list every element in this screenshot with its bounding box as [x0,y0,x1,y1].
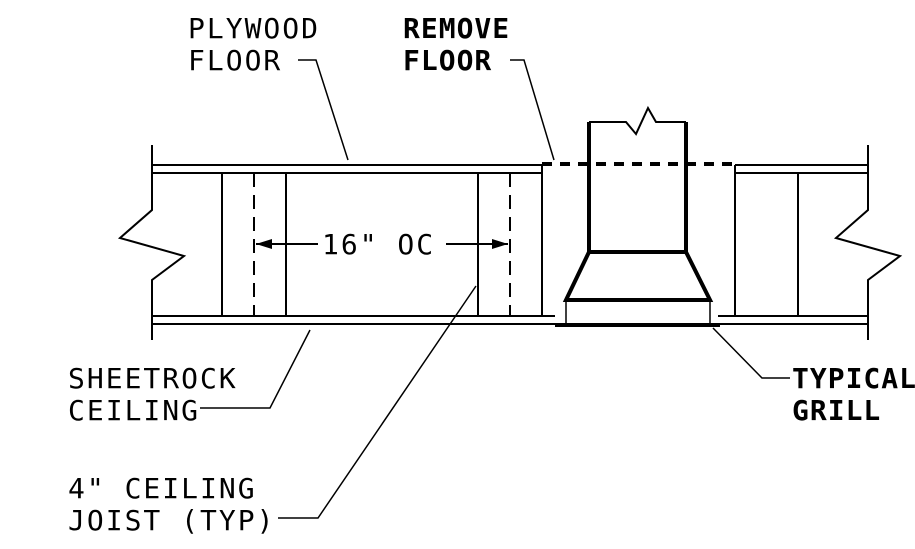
plywood-floor-lines [152,164,868,174]
remove-floor-leader [510,59,555,161]
typical-grill-label-line2: GRILL [792,394,881,427]
duct [587,105,688,254]
sheetrock-ceiling-label-line1: SHEETROCK [68,362,238,395]
ceiling-joist-2 [477,165,543,316]
spacing-dimension-label: 16" OC [322,228,435,261]
grill-leader [712,327,790,379]
plywood-floor-leader [298,59,349,161]
spacing-dimension [256,239,508,249]
ceiling-joist-3 [734,165,799,316]
plywood-floor-label-line2: FLOOR [188,44,282,77]
left-break-symbol [117,145,187,340]
sheetrock-ceiling-label-line2: CEILING [68,394,200,427]
joist-leader [278,285,477,519]
sheetrock-ceiling-leader [200,329,311,409]
typical-grill-label-line1: TYPICAL [792,362,915,395]
remove-floor-label-line2: FLOOR [403,44,492,77]
sheetrock-ceiling-lines [152,315,868,325]
plywood-floor-label-line1: PLYWOOD [188,12,320,45]
remove-floor-label-line1: REMOVE [403,12,510,45]
joist-label-line1: 4" CEILING [68,472,257,505]
joist-label-line2: JOIST (TYP) [68,504,275,537]
right-break-symbol [833,145,903,340]
typical-grill [555,251,720,327]
